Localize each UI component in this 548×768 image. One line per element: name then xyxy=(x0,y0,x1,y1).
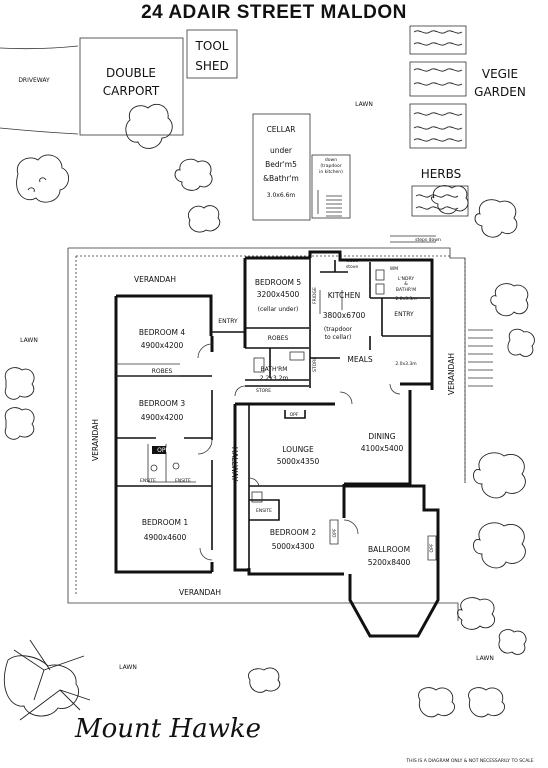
driveway-edge xyxy=(0,45,79,135)
down-note-1: down xyxy=(325,157,337,163)
bedroom2-size: 5000x4300 xyxy=(272,542,315,551)
herbs-label: HERBS xyxy=(421,167,462,181)
verandah-outline xyxy=(67,235,493,621)
down-note-3: in kitchen) xyxy=(319,169,343,175)
lawn-bottom-label: LAWN xyxy=(119,664,137,671)
steps-down-label: steps down xyxy=(415,237,441,243)
opf-lounge-label: OPF xyxy=(290,412,299,418)
dining-size: 4100x5400 xyxy=(361,444,404,453)
meals-label: MEALS xyxy=(347,355,373,364)
mount-hawke-logo: Mount Hawke xyxy=(74,714,261,744)
toolshed-structure: TOOL SHED xyxy=(186,29,238,79)
cellar-label-3: Bedr'm5 xyxy=(265,160,297,169)
fridge-label: FRIDGE xyxy=(312,287,318,304)
toolshed-label-2: SHED xyxy=(195,59,228,73)
bedroom2-name: BEDROOM 2 xyxy=(270,528,317,537)
bathroom-name: BATH'RM xyxy=(261,366,288,373)
verandah-top-label: VERANDAH xyxy=(134,275,176,284)
opf-b2-label: OPF xyxy=(332,528,338,537)
verandah-right-label: VERANDAH xyxy=(447,353,456,395)
bedroom5-note: (cellar under) xyxy=(258,306,299,313)
wood-stove-label-1: wood xyxy=(346,258,358,264)
kitchen-size: 3800x6700 xyxy=(323,311,366,320)
disclaimer-text: THIS IS A DIAGRAM ONLY & NOT NECESSARILY… xyxy=(405,758,533,764)
laundry-name-1: L'NDRY xyxy=(398,276,414,282)
wood-stove-label-2: stove xyxy=(346,264,359,270)
lounge-name: LOUNGE xyxy=(282,445,314,454)
store-a-label: STORE xyxy=(256,388,271,394)
vegie-label-2: GARDEN xyxy=(474,85,526,99)
vegie-garden-beds xyxy=(409,25,467,149)
ensite-b2-label: ENSITE xyxy=(256,508,272,514)
down-note-2: (trapdoor xyxy=(320,163,341,169)
cellar-label-1: CELLAR xyxy=(267,125,296,134)
verandah-left-label: VERANDAH xyxy=(91,419,100,461)
driveway-label: DRIVEWAY xyxy=(18,77,50,84)
lawn-bottom-right-label: LAWN xyxy=(476,655,494,662)
plan-title: 24 ADAIR STREET MALDON xyxy=(141,2,407,23)
door-swings xyxy=(197,343,401,561)
carport-label-2: CARPORT xyxy=(103,84,160,98)
kitchen-name: KITCHEN xyxy=(328,291,361,300)
cellar-label-2: under xyxy=(270,146,293,155)
bedroom3-name: BEDROOM 3 xyxy=(139,399,186,408)
bathroom-size: 2.2x3.2m xyxy=(260,375,289,382)
lounge-size: 5000x4350 xyxy=(277,457,320,466)
ensite-a-label: ENSITE xyxy=(140,478,156,484)
laundry-name-2: & xyxy=(404,281,408,287)
fixtures xyxy=(150,269,385,503)
ballroom-size: 5200x8400 xyxy=(368,558,411,567)
bedroom3-size: 4900x4200 xyxy=(141,413,184,422)
entry-right-name: ENTRY xyxy=(394,311,414,318)
opf-left-label: OPF xyxy=(157,447,169,454)
opf-ballroom-label: OPF xyxy=(429,543,435,552)
bedroom5-name: BEDROOM 5 xyxy=(255,278,302,287)
carport-label-1: DOUBLE xyxy=(106,66,156,80)
carport-structure: DOUBLE CARPORT xyxy=(79,37,184,136)
ballroom-name: BALLROOM xyxy=(368,545,410,554)
laundry-name-3: BATHR'M xyxy=(396,287,416,293)
cellar-structure: CELLAR under Bedr'm5 &Bathr'm 3.0x6.6m d… xyxy=(252,113,351,221)
cellar-size: 3.0x6.6m xyxy=(267,192,296,199)
exterior-walls xyxy=(114,250,440,638)
wm-label: WM xyxy=(390,266,398,272)
interior-walls xyxy=(116,258,437,570)
toolshed-label-1: TOOL xyxy=(195,39,229,53)
lawn-left-label: LAWN xyxy=(20,337,38,344)
store-b-label: STORE xyxy=(312,357,318,372)
robes-b5-label: ROBES xyxy=(268,335,289,342)
cellar-label-4: &Bathr'm xyxy=(263,174,299,183)
lawn-top-label: LAWN xyxy=(355,101,373,108)
ensite-b-label: ENSITE xyxy=(175,478,191,484)
kitchen-note-2: to cellar) xyxy=(325,334,352,341)
vegie-label-1: VEGIE xyxy=(482,67,518,81)
entry-right-size: 2.0x3.3m xyxy=(395,361,416,367)
robes-b4-label: ROBES xyxy=(152,368,173,375)
entry-left-label: ENTRY xyxy=(218,318,238,325)
verandah-bottom-label: VERANDAH xyxy=(179,588,221,597)
bedroom4-size: 4900x4200 xyxy=(141,341,184,350)
dining-name: DINING xyxy=(368,432,395,441)
bedroom1-name: BEDROOM 1 xyxy=(142,518,189,527)
trees xyxy=(3,104,535,721)
hallway-label: HALLWAY xyxy=(230,447,239,482)
bedroom4-name: BEDROOM 4 xyxy=(139,328,186,337)
kitchen-note-1: (trapdoor xyxy=(324,326,353,333)
laundry-size: 2.0x3.3m xyxy=(395,296,416,302)
bedroom5-size: 3200x4500 xyxy=(257,290,300,299)
bedroom1-size: 4900x4600 xyxy=(144,533,187,542)
